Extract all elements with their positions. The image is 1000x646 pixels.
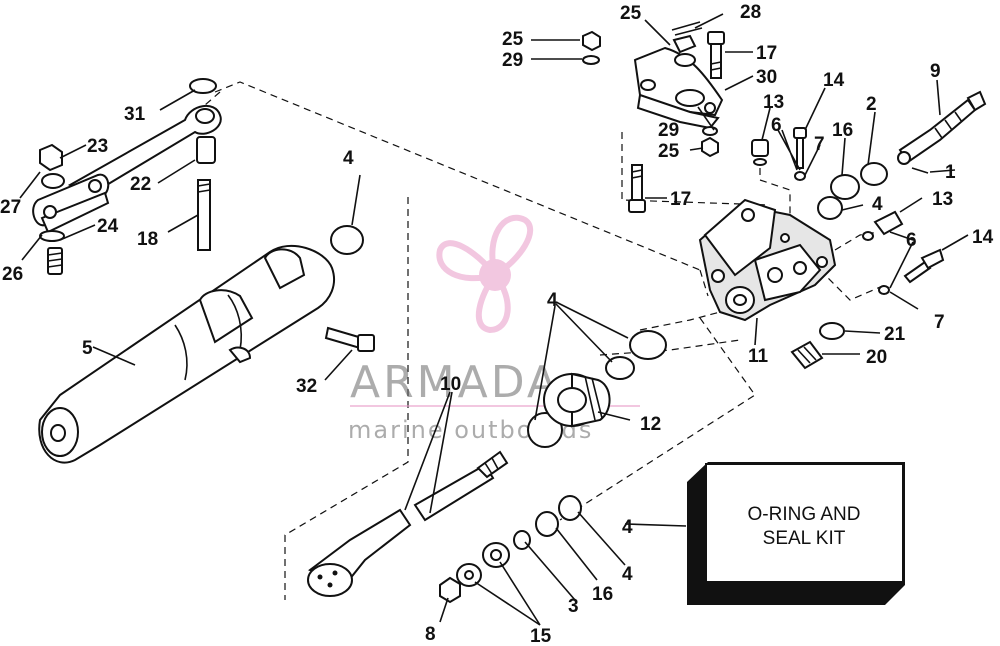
- part-label: 15: [530, 626, 552, 646]
- part-label: 7: [814, 134, 825, 155]
- trim-cylinder-part: [38, 244, 336, 464]
- o-ring-part: [862, 231, 874, 241]
- nut-part: [439, 576, 461, 604]
- screw-part: [793, 127, 807, 169]
- nut-part: [701, 136, 719, 158]
- nut-part: [39, 143, 65, 189]
- clevis-part: [32, 173, 110, 242]
- part-label: 6: [771, 115, 782, 136]
- o-ring-part: [558, 495, 582, 521]
- part-label: 16: [592, 584, 613, 605]
- fitting-part: [790, 340, 824, 370]
- piston-rod-part: [307, 450, 509, 597]
- screw-part: [47, 247, 63, 275]
- part-label: 11: [748, 346, 769, 367]
- part-label: 4: [547, 290, 558, 311]
- washer-part: [456, 542, 510, 587]
- nut-part: [582, 30, 601, 52]
- part-label: 5: [82, 338, 93, 359]
- kit-line-2: SEAL KIT: [763, 528, 846, 549]
- o-ring-part: [513, 530, 531, 550]
- screw-part: [903, 248, 945, 284]
- o-ring-part: [605, 356, 635, 380]
- part-label: 25: [620, 3, 642, 24]
- part-label: 21: [884, 324, 906, 345]
- part-label: 22: [130, 174, 151, 195]
- link-arm-part: [67, 78, 222, 197]
- manifold-block-part: [698, 198, 837, 322]
- bolt-part: [324, 326, 375, 352]
- part-label: 10: [440, 374, 461, 395]
- part-label: 17: [756, 43, 777, 64]
- part-label: 12: [640, 414, 661, 435]
- propeller-logo-icon: [436, 215, 534, 334]
- valve-stem-part: [897, 90, 987, 165]
- part-label: 25: [502, 29, 524, 50]
- o-ring-part: [817, 196, 843, 220]
- part-label: 17: [670, 189, 691, 210]
- part-label: 29: [502, 50, 523, 71]
- part-label: 4: [872, 194, 883, 215]
- part-label: 18: [137, 229, 158, 250]
- part-label: 1: [945, 162, 956, 183]
- seal-kit-box: O-RING AND SEAL KIT: [687, 462, 905, 605]
- part-label: 29: [658, 120, 679, 141]
- part-label: 14: [823, 70, 845, 91]
- part-label: 28: [740, 2, 761, 23]
- bracket-part: [633, 46, 724, 130]
- part-label: 7: [934, 312, 945, 333]
- part-label: 27: [0, 197, 21, 218]
- o-ring-part: [819, 322, 845, 340]
- part-label: 4: [343, 148, 354, 169]
- bolt-part: [707, 31, 725, 79]
- part-label: 13: [932, 189, 953, 210]
- seal-part: [535, 511, 559, 537]
- part-label: 30: [756, 67, 777, 88]
- part-label: 20: [866, 347, 887, 368]
- pin-part: [197, 179, 211, 251]
- part-label: 9: [930, 61, 941, 82]
- part-label: 13: [763, 92, 784, 113]
- o-ring-part: [629, 330, 667, 360]
- gland-nut-part: [543, 372, 611, 428]
- part-label: 26: [2, 264, 23, 285]
- part-label: 14: [972, 227, 994, 248]
- part-label: 31: [124, 104, 146, 125]
- washer-part: [702, 126, 718, 136]
- part-label: 6: [906, 230, 917, 251]
- watermark-brand: ARMADA: [350, 357, 560, 408]
- o-ring-part: [794, 171, 806, 181]
- part-label: 2: [866, 94, 877, 115]
- cotter-pin-part: [671, 21, 703, 67]
- part-label: 16: [832, 120, 853, 141]
- part-label: 4: [622, 517, 633, 538]
- part-label: 3: [568, 596, 579, 617]
- o-ring-part: [860, 162, 888, 186]
- pin-part: [911, 167, 929, 174]
- part-label: 4: [622, 564, 633, 585]
- plug-part: [873, 210, 904, 236]
- part-label: 25: [658, 141, 680, 162]
- washer-part: [582, 55, 600, 65]
- o-ring-part: [330, 225, 364, 255]
- spacer-part: [196, 136, 216, 164]
- part-label: 23: [87, 136, 108, 157]
- part-label: 32: [296, 376, 317, 397]
- seal-part: [830, 174, 860, 200]
- plug-part: [751, 139, 769, 166]
- o-ring-part: [527, 412, 563, 448]
- o-ring-part: [878, 285, 890, 295]
- part-label: 8: [425, 624, 436, 645]
- kit-line-1: O-RING AND: [748, 504, 861, 525]
- part-label: 24: [97, 216, 119, 237]
- bolt-part: [628, 164, 646, 213]
- leader-lines: [19, 13, 969, 626]
